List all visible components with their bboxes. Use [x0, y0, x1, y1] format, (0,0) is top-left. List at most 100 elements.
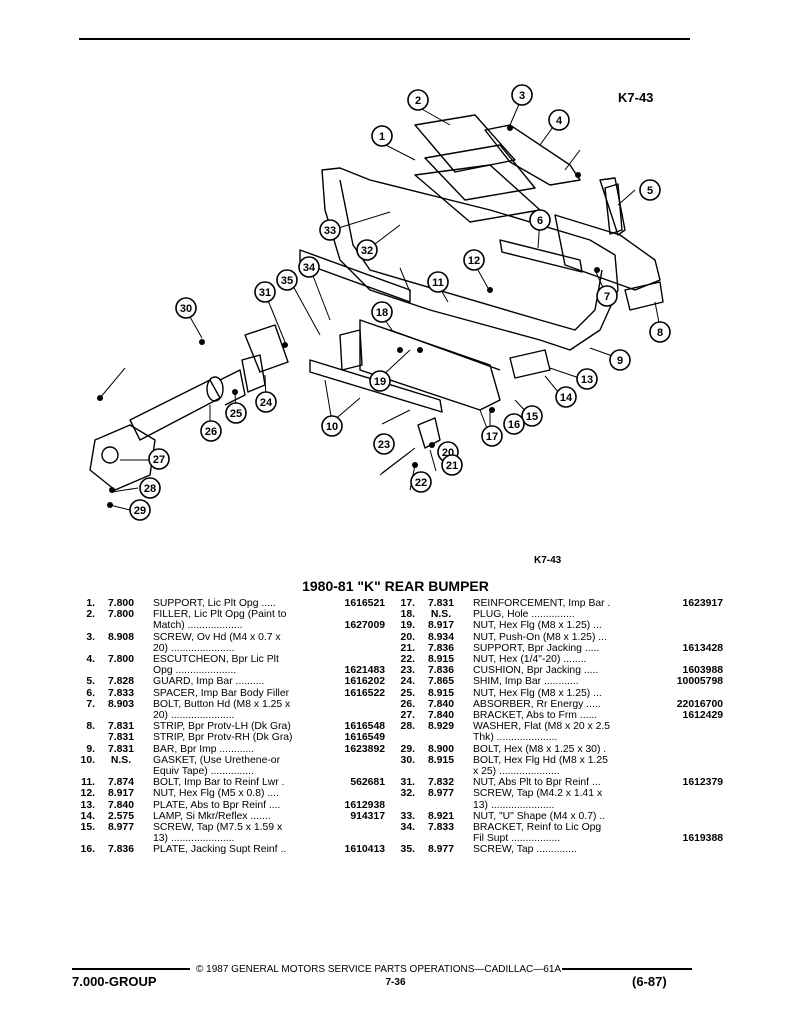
group-number: N.S. [430, 609, 452, 621]
callout-label: 31 [259, 287, 271, 299]
part-number: 1616202 [344, 676, 385, 688]
group-number: 7.800 [107, 654, 134, 666]
callout-label: 12 [468, 255, 480, 267]
part-number: 1616522 [344, 687, 385, 699]
part-number: 1613428 [682, 642, 723, 654]
item-number: 32. [400, 788, 415, 800]
part-number: 1612938 [344, 799, 385, 811]
callout-label: 30 [180, 303, 192, 315]
part-description: GUARD, Imp Bar .......... [153, 676, 265, 688]
item-number: 21. [400, 642, 415, 654]
callout-label: 6 [537, 215, 543, 227]
figure-ref-bottom: K7-43 [534, 555, 562, 566]
part-description: ABSORBER, Rr Energy ..... [473, 698, 601, 710]
callout-label: 5 [647, 185, 653, 197]
callout-label: 9 [617, 355, 623, 367]
part-number: 1616549 [344, 732, 385, 744]
callout-label: 3 [519, 90, 525, 102]
callout-circle [639, 179, 661, 201]
part-number: 1623917 [682, 598, 723, 609]
group-number: 7.836 [427, 665, 454, 677]
callout-circle [441, 454, 463, 476]
callout-circle [319, 219, 341, 241]
part-description: NUT, Hex Flg (M8 x 1.25) ... [473, 620, 602, 632]
part-description: NUT, Push-On (M8 x 1.25) ... [473, 631, 607, 643]
item-number: 8. [86, 721, 95, 733]
item-number: 10. [80, 754, 95, 766]
callout-circle [255, 391, 277, 413]
group-number: 7.828 [107, 676, 134, 688]
part-number: 914317 [350, 810, 385, 822]
group-number: 8.915 [427, 754, 454, 766]
footer-rule-right [562, 968, 692, 970]
part-description: SUPPORT, Bpr Jacking ..... [473, 642, 600, 654]
part-description: PLATE, Jacking Supt Reinf .. [153, 844, 287, 856]
callout-circle [521, 405, 543, 427]
callout-circle [576, 368, 598, 390]
part-description: BOLT, Imp Bar to Reinf Lwr . [153, 777, 285, 789]
item-number: 25. [400, 687, 415, 699]
group-number: 8.908 [107, 631, 134, 643]
part-description: BRACKET, Reinf to Lic Opg Fil Supt .....… [473, 822, 602, 845]
callout-label: 13 [581, 374, 593, 386]
group-number: 7.840 [427, 710, 454, 722]
group-number: 8.917 [427, 620, 454, 632]
part-number: 1612429 [682, 710, 723, 722]
callout-circle [254, 281, 276, 303]
item-number: 14. [80, 810, 95, 822]
part-description: CUSHION, Bpr Jacking ..... [473, 665, 599, 677]
part-number: 1610413 [344, 844, 385, 856]
group-number: 7.833 [107, 687, 134, 699]
callout-label: 23 [378, 439, 390, 451]
part-number: 1623892 [344, 743, 385, 755]
callout-label: 29 [134, 505, 146, 517]
part-description: STRIP, Bpr Protv-LH (Dk Gra) [153, 721, 291, 733]
group-number: 8.977 [107, 822, 134, 834]
group-number: 2.575 [107, 810, 134, 822]
item-number: 12. [80, 788, 95, 800]
item-number: 29. [400, 743, 415, 755]
group-number: 7.831 [427, 598, 454, 609]
item-number: 7. [86, 698, 95, 710]
callout-label: 11 [432, 277, 444, 289]
callout-label: 21 [446, 460, 458, 472]
part-description: STRIP, Bpr Protv-RH (Dk Gra) [153, 732, 293, 744]
group-number: 8.929 [427, 721, 454, 733]
group-number: 7.831 [107, 743, 134, 755]
callout-label: 35 [281, 275, 293, 287]
callout-circle [139, 477, 161, 499]
part-number: 1621483 [344, 665, 385, 677]
group-number: 8.921 [427, 810, 454, 822]
group-number: 8.903 [107, 698, 134, 710]
callout-circle [276, 269, 298, 291]
group-number: 8.915 [427, 654, 454, 666]
item-number: 15. [80, 822, 95, 834]
part-description: NUT, "U" Shape (M4 x 0.7) .. [473, 810, 606, 822]
callout-label: 15 [526, 411, 538, 423]
part-number: 10005798 [676, 676, 723, 688]
callout-label: 33 [324, 225, 336, 237]
callout-label: 1 [379, 131, 385, 143]
callout-circle [427, 271, 449, 293]
item-number: 34. [400, 822, 415, 834]
part-number: 22016700 [676, 698, 723, 710]
part-description: BOLT, Hex Flg Hd (M8 x 1.25 x 25) ......… [473, 754, 608, 778]
callout-label: 14 [560, 392, 573, 404]
